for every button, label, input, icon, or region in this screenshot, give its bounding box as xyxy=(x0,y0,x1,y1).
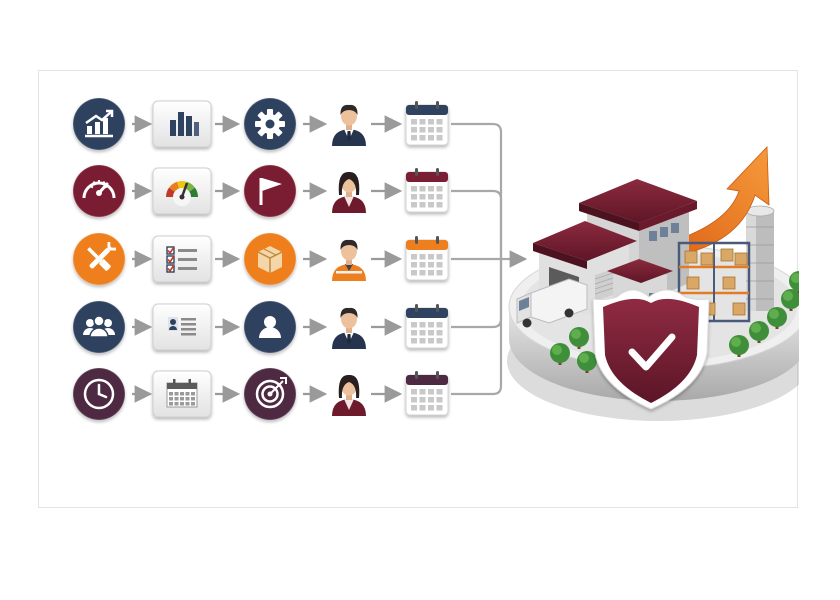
checklist-icon xyxy=(152,235,212,283)
target-icon xyxy=(243,367,297,421)
process-row xyxy=(72,367,449,421)
shield-check-icon xyxy=(592,289,710,410)
tree-icon xyxy=(781,289,799,311)
tree-icon xyxy=(789,271,799,293)
id-card-icon xyxy=(152,303,212,351)
wrench-screwdriver-icon xyxy=(72,232,126,286)
businesswoman-icon xyxy=(332,374,366,416)
tree-icon xyxy=(550,343,570,365)
tree-icon xyxy=(749,321,769,343)
speedometer-icon xyxy=(72,164,126,218)
user-icon xyxy=(243,300,297,354)
tree-icon xyxy=(577,351,597,373)
calendar-icon xyxy=(405,101,449,146)
hub-illustration xyxy=(507,146,799,421)
process-row xyxy=(72,164,449,218)
connector-line xyxy=(451,259,503,396)
connector-line xyxy=(451,259,503,329)
calendar-icon xyxy=(405,236,449,281)
process-row xyxy=(72,300,449,354)
businessman-icon xyxy=(332,307,366,349)
gear-icon xyxy=(243,97,297,151)
line-chart-icon xyxy=(72,97,126,151)
businesswoman-icon xyxy=(332,171,366,213)
team-icon xyxy=(72,300,126,354)
tree-icon xyxy=(569,327,589,349)
tree-icon xyxy=(729,335,749,357)
calendar-icon xyxy=(405,371,449,416)
process-row xyxy=(72,97,449,151)
connector-line xyxy=(451,122,503,259)
worker-vest-icon xyxy=(332,239,366,281)
connector-line xyxy=(451,189,503,259)
calendar-grid-icon xyxy=(152,370,212,418)
diagram-frame xyxy=(38,70,799,508)
gauge-icon xyxy=(152,167,212,215)
calendar-icon xyxy=(405,304,449,349)
merge-connector xyxy=(451,122,528,396)
tree-icon xyxy=(767,307,787,329)
storage-rack-icon xyxy=(677,241,751,323)
clock-icon xyxy=(72,367,126,421)
process-row xyxy=(72,232,449,286)
calendar-icon xyxy=(405,168,449,213)
delivery-van-icon xyxy=(516,278,588,328)
workflow-diagram xyxy=(72,97,799,421)
flag-icon xyxy=(243,164,297,218)
package-icon xyxy=(243,232,297,286)
businessman-icon xyxy=(332,104,366,146)
silo-icon xyxy=(745,205,775,311)
bar-chart-icon xyxy=(152,100,212,148)
